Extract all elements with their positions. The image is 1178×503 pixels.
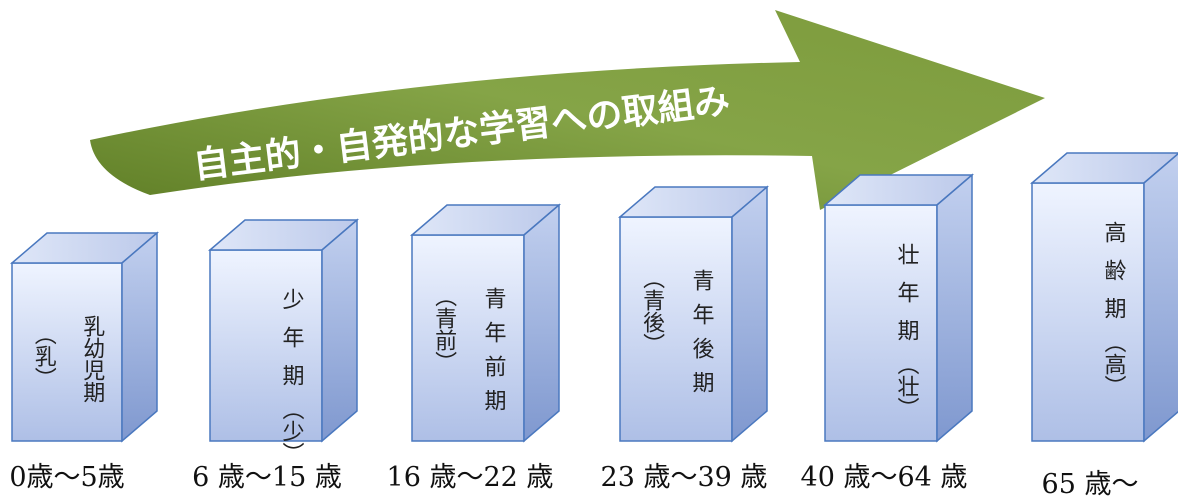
- stage-abbreviation: （青前）: [431, 285, 457, 373]
- stage-age-range: 65 歳～: [1041, 469, 1139, 500]
- stage-age-range: 23 歳～39 歳: [600, 462, 768, 493]
- stage-abbreviation: （乳）: [30, 323, 56, 389]
- stage-age-range: 40 歳～64 歳: [800, 462, 968, 493]
- stage-box-front: [411, 234, 525, 442]
- stage-box-front: [619, 216, 733, 442]
- stage-box-side: [523, 203, 560, 443]
- stage-box-top: [1029, 152, 1178, 184]
- stage-name: 高齢期: [1100, 221, 1126, 335]
- stage-abbreviation: （少）: [278, 398, 304, 464]
- stage-box-front: [11, 262, 123, 442]
- stage-age-range: 6 歳～15 歳: [192, 462, 342, 493]
- stage-name: 青年前期: [480, 287, 506, 423]
- stage-name: 少年期: [278, 288, 304, 402]
- stage-name: 青年後期: [688, 269, 714, 405]
- stage-box-side: [936, 173, 973, 443]
- stage-box-side: [321, 218, 358, 443]
- progress-arrow: [90, 10, 1045, 210]
- stage-age-range: 16 歳～22 歳: [386, 462, 554, 493]
- stage-age-range: 0歳～5歳: [9, 462, 125, 493]
- stage-box-front: [1031, 182, 1145, 442]
- stage-abbreviation: （青後）: [639, 267, 665, 355]
- stage-name: 乳幼児期: [79, 315, 105, 403]
- stage-box-front: [824, 204, 938, 442]
- stage-abbreviation: （高）: [1100, 331, 1126, 397]
- stage-box-side: [121, 231, 158, 443]
- stage-name: 壮年期: [893, 243, 919, 357]
- stage-box-side: [731, 185, 768, 443]
- stage-abbreviation: （壮）: [893, 353, 919, 419]
- stage-box-side: [1143, 152, 1178, 443]
- stage-box-front: [209, 249, 323, 442]
